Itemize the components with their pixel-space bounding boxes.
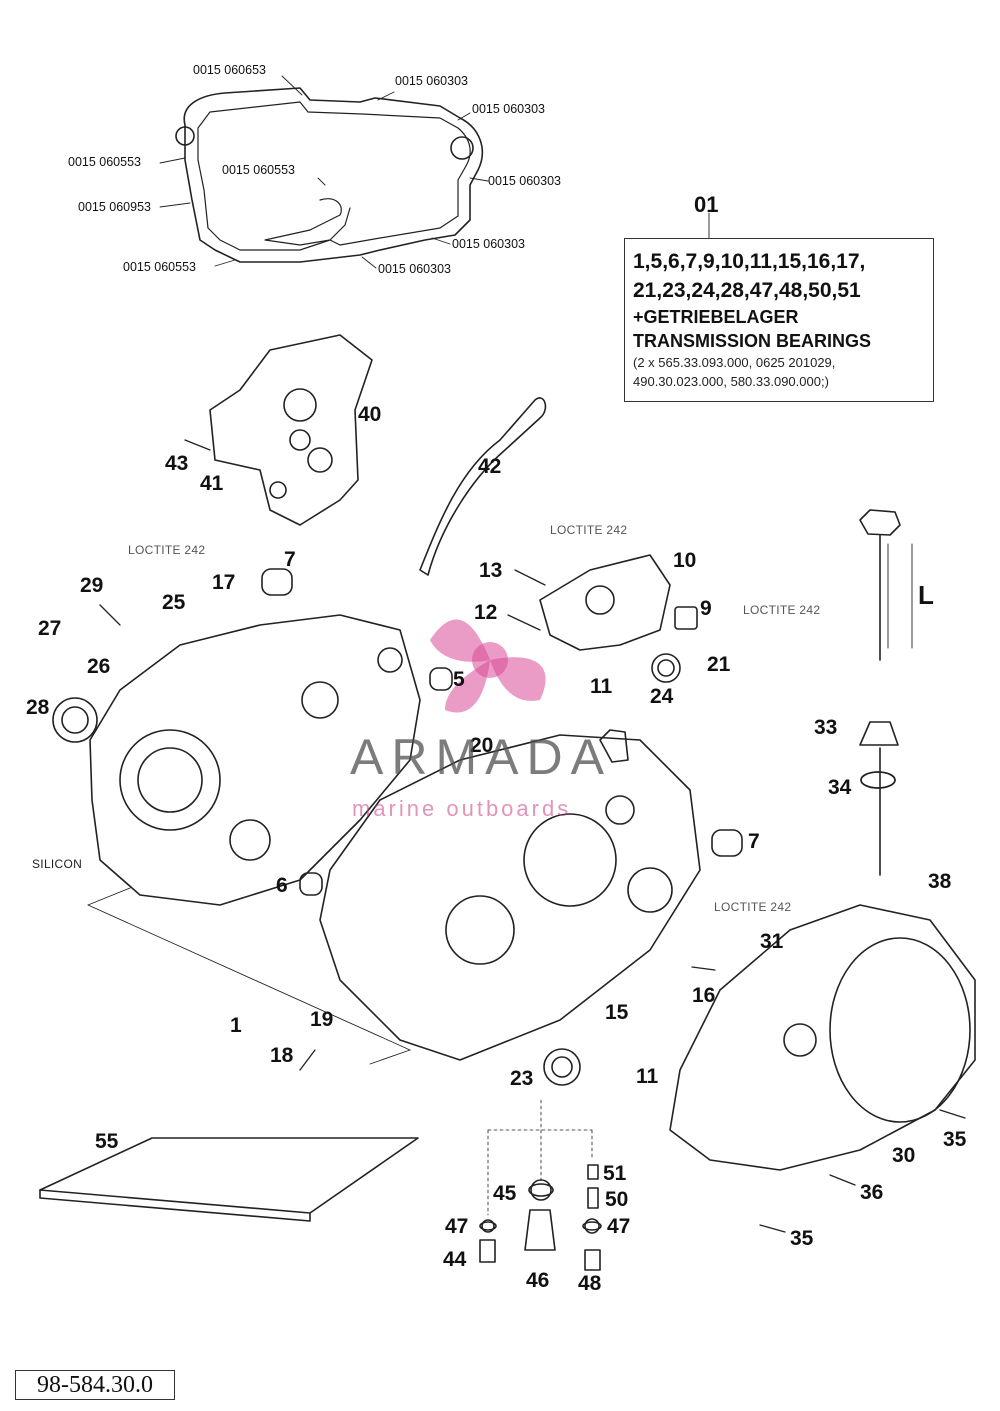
kit-line-6: 490.30.023.000, 580.33.090.000;) (633, 374, 829, 389)
part-6: 6 (276, 874, 288, 897)
part-29: 29 (80, 574, 104, 597)
part-11-bottom: 11 (636, 1065, 659, 1088)
gasket-code-2: 0015 060303 (395, 74, 468, 88)
right-crankcase (319, 734, 701, 1061)
part-11-top: 11 (590, 675, 613, 698)
kit-line-5: (2 x 565.33.093.000, 0625 201029, (633, 355, 836, 370)
owners-manual (39, 1137, 419, 1214)
part-24: 24 (650, 685, 674, 708)
watermark-propeller-icon (430, 619, 546, 713)
part-9: 9 (700, 597, 712, 620)
gasket-code-6: 0015 060303 (488, 174, 561, 188)
part-34: 34 (828, 776, 852, 799)
part-50: 50 (605, 1188, 629, 1211)
part-46: 46 (526, 1269, 550, 1292)
clutch-cover (669, 904, 976, 1171)
kit-line-1: 1,5,6,7,9,10,11,15,16,17, (633, 250, 866, 273)
part-12: 12 (474, 601, 498, 624)
part-20: 20 (470, 734, 494, 757)
gasket-code-8: 0015 060303 (452, 237, 525, 251)
gasket-code-7: 0015 060953 (78, 200, 151, 214)
bearing-24 (651, 653, 681, 683)
part-48: 48 (578, 1272, 602, 1295)
left-crankcase (89, 614, 421, 906)
watermark-brand: ARMADA (350, 729, 612, 785)
part-21: 21 (707, 653, 731, 676)
gasket-code-3: 0015 060303 (472, 102, 545, 116)
part-19: 19 (310, 1008, 334, 1031)
part-5: 5 (453, 668, 465, 691)
part-31: 31 (760, 930, 784, 953)
part-35-top: 35 (943, 1128, 967, 1151)
chain-guide (419, 397, 547, 576)
gasket-code-5: 0015 060553 (222, 163, 295, 177)
loctite-note-4: LOCTITE 242 (714, 900, 792, 914)
part-51: 51 (603, 1162, 627, 1185)
part-23: 23 (510, 1067, 534, 1090)
gasket-code-4: 0015 060553 (68, 155, 141, 169)
part-15: 15 (605, 1001, 629, 1024)
part-1: 1 (230, 1014, 242, 1037)
part-40: 40 (358, 403, 382, 426)
dipstick-length-label: L (918, 580, 934, 610)
part-38: 38 (928, 870, 952, 893)
part-16: 16 (692, 984, 716, 1007)
part-7-right: 7 (748, 830, 760, 853)
part-27: 27 (38, 617, 62, 640)
silicon-note: SILICON (32, 857, 83, 871)
dipstick (859, 509, 901, 536)
gasket-code-10: 0015 060303 (378, 262, 451, 276)
part-47-left: 47 (445, 1215, 469, 1238)
part-18: 18 (270, 1044, 294, 1067)
part-13: 13 (479, 559, 503, 582)
gasket-code-9: 0015 060553 (123, 260, 196, 274)
bearing-23 (543, 1048, 581, 1086)
part-33: 33 (814, 716, 838, 739)
part-25: 25 (162, 591, 186, 614)
part-43: 43 (165, 452, 189, 475)
loctite-note-2: LOCTITE 242 (550, 523, 628, 537)
part-10: 10 (673, 549, 697, 572)
loctite-note-1: LOCTITE 242 (128, 543, 206, 557)
part-42: 42 (478, 455, 502, 478)
loctite-note-3: LOCTITE 242 (743, 603, 821, 617)
part-26: 26 (87, 655, 111, 678)
watermark-tagline: marine outboards (352, 796, 572, 821)
kit-line-2: 21,23,24,28,47,48,50,51 (633, 279, 861, 302)
part-30: 30 (892, 1144, 916, 1167)
part-45: 45 (493, 1182, 517, 1205)
bracket-10 (539, 554, 671, 651)
drawing-id: 98-584.30.0 (15, 1370, 175, 1400)
kit-line-3: +GETRIEBELAGER (633, 307, 799, 327)
ignition-cover (209, 334, 373, 526)
kit-line-4: TRANSMISSION BEARINGS (633, 331, 872, 351)
part-44: 44 (443, 1248, 467, 1271)
part-17: 17 (212, 571, 236, 594)
kit-contents-box: 1,5,6,7,9,10,11,15,16,17, 21,23,24,28,47… (624, 238, 934, 402)
part-36: 36 (860, 1181, 884, 1204)
gasket-code-1: 0015 060653 (193, 63, 266, 77)
part-47-right: 47 (607, 1215, 631, 1238)
part-7-top: 7 (284, 548, 296, 571)
part-35-bottom: 35 (790, 1227, 814, 1250)
part-28: 28 (26, 696, 50, 719)
clutch-cover-gasket (183, 87, 484, 263)
part-41: 41 (200, 472, 224, 495)
part-55: 55 (95, 1130, 119, 1153)
kit-title: 01 (694, 192, 719, 217)
